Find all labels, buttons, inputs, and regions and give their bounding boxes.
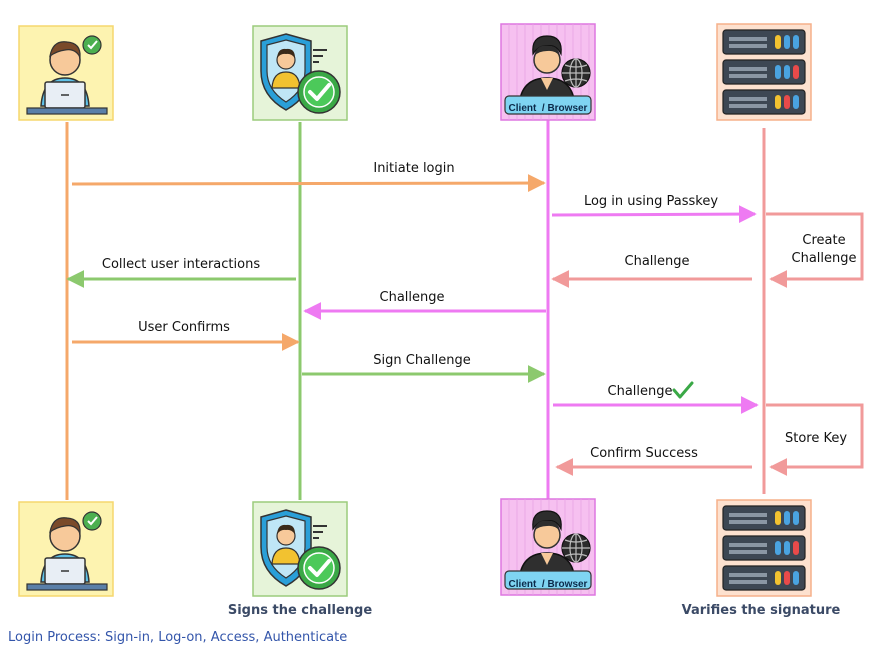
message-label-2: Log in using Passkey — [584, 194, 718, 209]
message-arrow-2 — [551, 205, 757, 224]
message-label-4: Collect user interactions — [102, 257, 260, 272]
store-key-note: Store Key — [785, 431, 847, 446]
footer-caption: Login Process: Sign-in, Log-on, Access, … — [8, 630, 348, 645]
authenticator-top-icon — [251, 24, 349, 122]
message-label-8: Challenge — [608, 384, 673, 399]
authenticator-bottom-icon — [251, 500, 349, 598]
user-bottom-icon — [18, 501, 114, 597]
create-challenge-note-line2: Challenge — [792, 251, 857, 266]
user-top-icon — [18, 25, 114, 121]
message-label-3: Challenge — [625, 254, 690, 269]
create-challenge-loop — [766, 212, 864, 288]
message-label-9: Confirm Success — [590, 446, 698, 461]
server-caption: Varifies the signature — [682, 603, 841, 618]
message-label-7: Sign Challenge — [373, 353, 470, 368]
store-key-loop — [766, 403, 864, 476]
server-bottom-icon — [716, 499, 812, 597]
create-challenge-note-line1: Create — [802, 233, 845, 248]
message-label-1: Initiate login — [373, 161, 454, 176]
client-top-badge: Client / Browser — [509, 103, 588, 114]
client-bottom-badge: Client / Browser — [509, 579, 588, 590]
message-label-5: Challenge — [380, 290, 445, 305]
server-top-icon — [716, 23, 812, 121]
authenticator-caption: Signs the challenge — [228, 603, 372, 618]
checkmark-icon — [672, 381, 694, 399]
message-arrow-1 — [71, 174, 546, 193]
message-label-6: User Confirms — [138, 320, 230, 335]
